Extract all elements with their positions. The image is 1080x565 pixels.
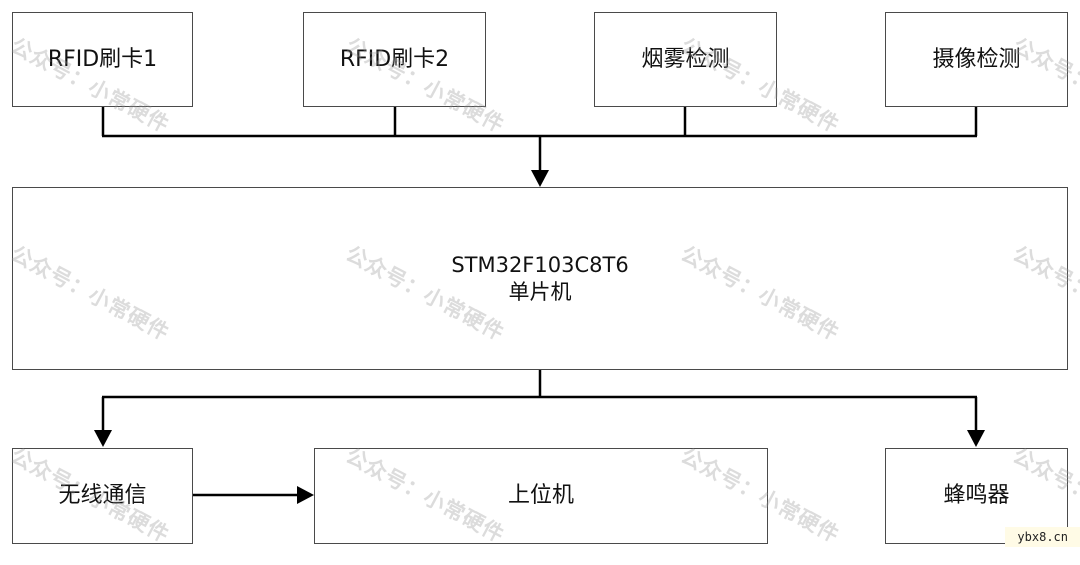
wireless-communication-box: 无线通信	[12, 448, 193, 544]
mcu-model-label: STM32F103C8T6	[451, 253, 629, 278]
buzzer-label: 蜂鸣器	[943, 483, 1010, 509]
host-computer-label: 上位机	[507, 483, 574, 509]
camera-detection-label: 摄像检测	[932, 46, 1021, 72]
arrow-to-buzzer	[967, 430, 985, 447]
wireless-communication-label: 无线通信	[58, 483, 147, 509]
rfid-card-1-box: RFID刷卡1	[12, 12, 193, 107]
arrow-to-mcu	[531, 170, 549, 187]
arrow-to-host	[297, 486, 314, 504]
mcu-name-label: 单片机	[508, 279, 572, 304]
mcu-box: STM32F103C8T6 单片机	[12, 187, 1068, 370]
host-computer-box: 上位机	[314, 448, 768, 544]
arrow-to-wireless	[94, 430, 112, 447]
camera-detection-box: 摄像检测	[885, 12, 1068, 107]
rfid-card-2-box: RFID刷卡2	[303, 12, 486, 107]
rfid-card-2-label: RFID刷卡2	[339, 46, 450, 72]
site-mark: ybx8.cn	[1005, 527, 1080, 547]
smoke-detection-box: 烟雾检测	[594, 12, 777, 107]
buzzer-box: 蜂鸣器	[885, 448, 1068, 544]
rfid-card-1-label: RFID刷卡1	[47, 46, 158, 72]
smoke-detection-label: 烟雾检测	[641, 46, 730, 72]
